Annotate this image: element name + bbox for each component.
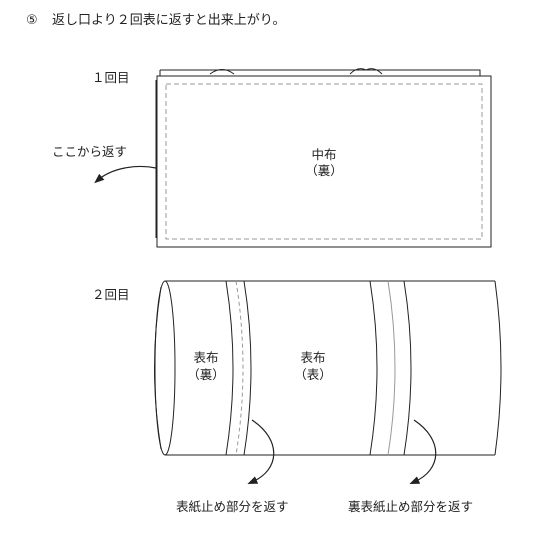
- step1-fabric: [155, 68, 492, 248]
- band-right-outer: [369, 280, 378, 456]
- arrow-left-label: 表紙止め部分を返す: [176, 499, 289, 514]
- band-right-middle: [387, 280, 396, 456]
- roll-right-end: [494, 280, 502, 456]
- arrow-right-label: 裏表紙止め部分を返す: [348, 499, 474, 514]
- roll-left-inner: [154, 286, 162, 450]
- center-panel-side: （表）: [294, 367, 332, 382]
- step2-roll: [154, 280, 502, 456]
- center-panel-label: 表布: [300, 350, 326, 365]
- return-arrow-step1: [94, 165, 157, 184]
- return-arrow-right: [409, 419, 437, 484]
- top-clip-right: [349, 68, 383, 75]
- step-number: ⑤: [26, 13, 38, 28]
- band-left-dashed: [235, 280, 244, 456]
- left-panel-label: 表布: [193, 350, 219, 365]
- return-arrow-left: [247, 419, 275, 484]
- left-panel-side: （裏）: [187, 367, 225, 382]
- fabric-label: 中布: [311, 147, 337, 162]
- fabric-rect: [156, 75, 492, 248]
- top-clip-left: [209, 69, 235, 75]
- band-left-inner: [243, 280, 252, 456]
- instruction-text: 返し口より２回表に返すと出来上がり。: [52, 13, 286, 28]
- fabric-side-label: （裏）: [305, 163, 343, 178]
- step1-label: １回目: [92, 70, 130, 85]
- back-layer-top-edge: [160, 69, 481, 76]
- return-here-label: ここから返す: [52, 144, 128, 159]
- seam-line: [165, 83, 483, 240]
- band-right-inner: [403, 280, 412, 456]
- band-left-outer: [225, 280, 234, 456]
- step2-label: ２回目: [92, 287, 130, 302]
